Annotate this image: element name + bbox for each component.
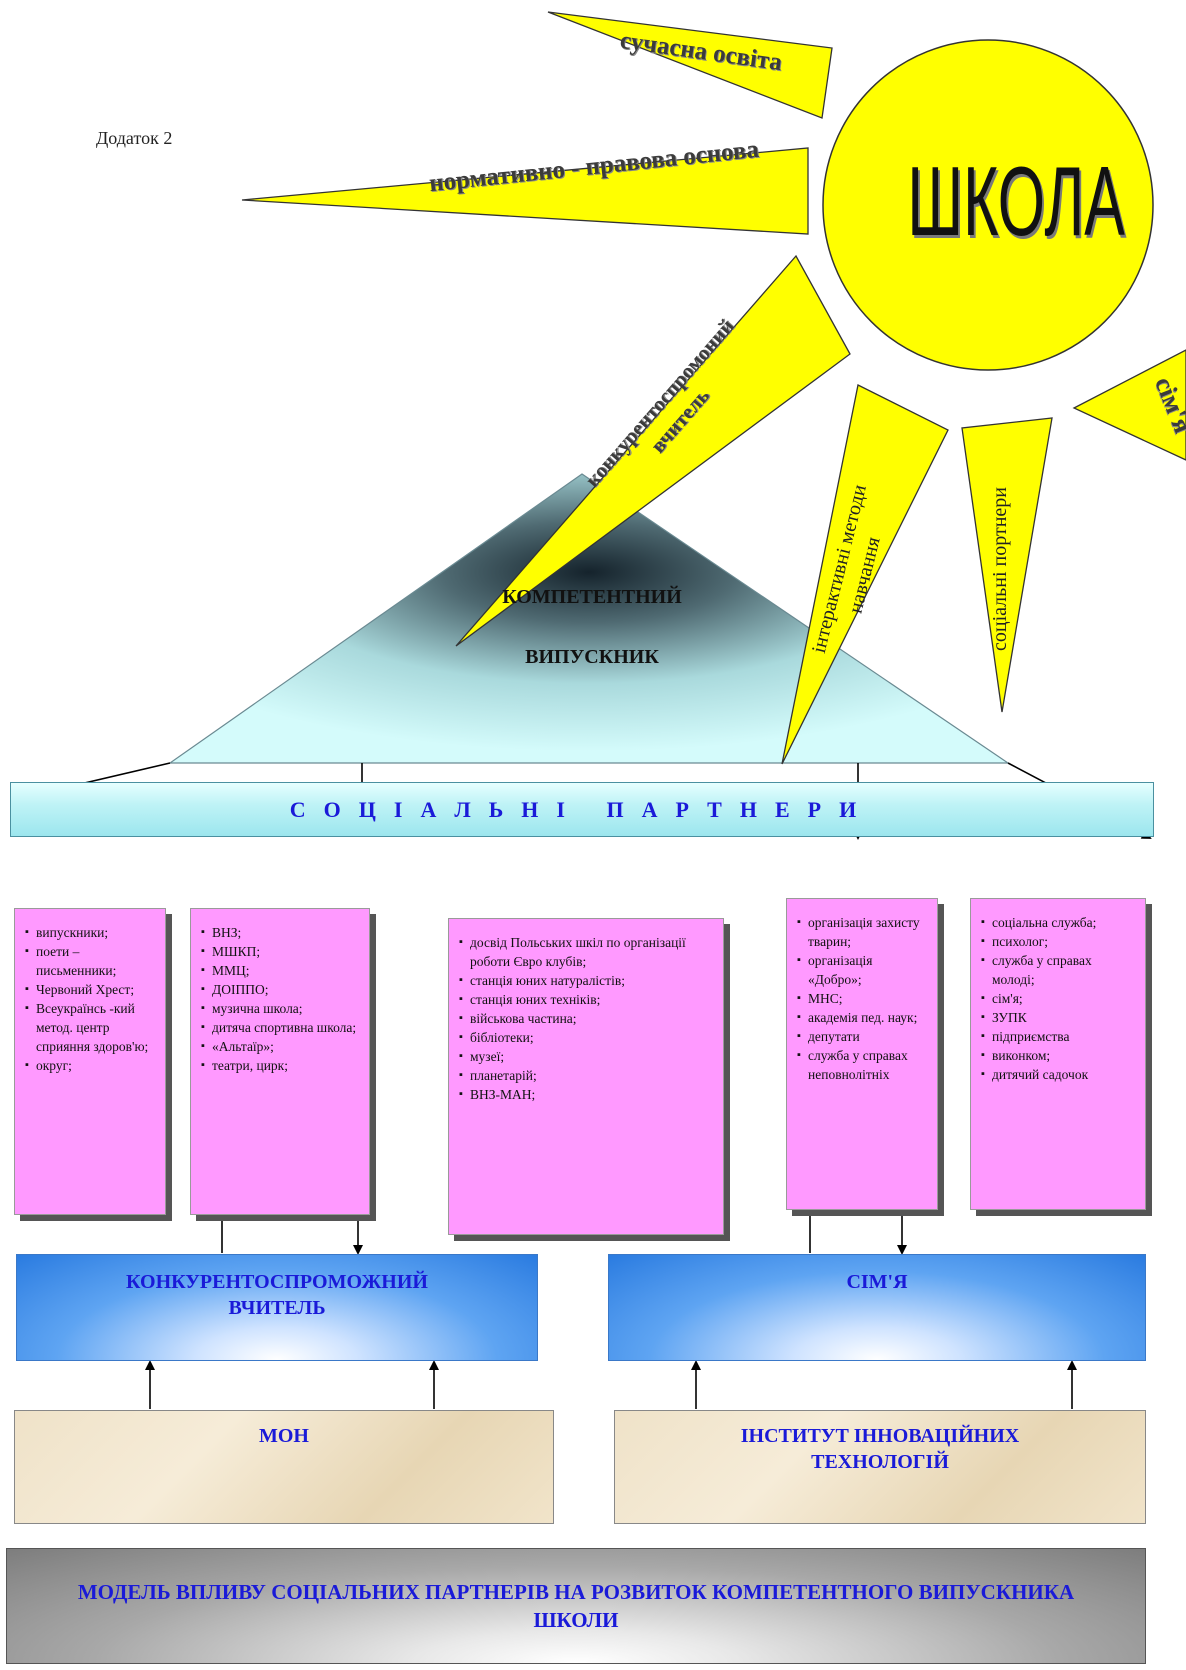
partner-item: «Альтаїр»; bbox=[201, 1037, 359, 1056]
partner-box-1: випускники; поети – письменники; Червони… bbox=[14, 908, 166, 1215]
partner-item: ВНЗ-МАН; bbox=[459, 1085, 713, 1104]
ray-interactive-methods bbox=[781, 384, 949, 765]
partner-item: МНС; bbox=[797, 989, 927, 1008]
sun-circle bbox=[822, 39, 1154, 371]
partner-item: дитяча спортивна школа; bbox=[201, 1018, 359, 1037]
partner-item: організація захисту тварин; bbox=[797, 913, 927, 951]
partner-item: ЗУПК bbox=[981, 1008, 1135, 1027]
ray-teacher bbox=[455, 254, 851, 647]
partner-item: планетарій; bbox=[459, 1066, 713, 1085]
pyramid-label-line1: КОМПЕТЕНТНИЙ bbox=[502, 586, 682, 608]
partner-item: ВНЗ; bbox=[201, 923, 359, 942]
partner-item: академія пед. наук; bbox=[797, 1008, 927, 1027]
partner-list-5: соціальна служба; психолог; служба у спр… bbox=[981, 913, 1135, 1084]
partner-item: соціальна служба; bbox=[981, 913, 1135, 932]
partner-box-5: соціальна служба; психолог; служба у спр… bbox=[970, 898, 1146, 1210]
partner-list-3: досвід Польських шкіл по організації роб… bbox=[459, 933, 713, 1104]
social-partners-bar-label: СОЦІАЛЬНІ ПАРТНЕРИ bbox=[289, 796, 875, 822]
partner-item: театри, цирк; bbox=[201, 1056, 359, 1075]
partner-item: випускники; bbox=[25, 923, 155, 942]
partner-item: психолог; bbox=[981, 932, 1135, 951]
partner-item: округ; bbox=[25, 1056, 155, 1075]
partner-list-2: ВНЗ; МШКП; ММЦ; ДОІППО; музична школа; д… bbox=[201, 923, 359, 1075]
partner-item: служба у справах неповнолітніх bbox=[797, 1046, 927, 1084]
family-box: СІМ'Я bbox=[608, 1254, 1146, 1361]
partner-item: служба у справах молоді; bbox=[981, 951, 1135, 989]
family-box-label: СІМ'Я bbox=[846, 1271, 908, 1293]
partner-box-2: ВНЗ; МШКП; ММЦ; ДОІППО; музична школа; д… bbox=[190, 908, 370, 1215]
partner-item: сім'я; bbox=[981, 989, 1135, 1008]
partner-item: виконком; bbox=[981, 1046, 1135, 1065]
partner-box-4: організація захисту тварин; організація … bbox=[786, 898, 938, 1210]
partner-item: дитячий садочок bbox=[981, 1065, 1135, 1084]
social-partners-bar: СОЦІАЛЬНІ ПАРТНЕРИ bbox=[10, 782, 1154, 837]
ray-family bbox=[1072, 349, 1186, 461]
ray-social-partners bbox=[961, 417, 1053, 713]
partner-item: станція юних натуралістів; bbox=[459, 971, 713, 990]
sun-rays bbox=[241, 11, 1186, 765]
partner-box-3: досвід Польських шкіл по організації роб… bbox=[448, 918, 724, 1235]
partner-list-1: випускники; поети – письменники; Червони… bbox=[25, 923, 155, 1075]
partner-item: поети – письменники; bbox=[25, 942, 155, 980]
ministry-box: МОН bbox=[14, 1410, 554, 1524]
ray-legal-basis bbox=[241, 147, 809, 235]
partner-item: депутати bbox=[797, 1027, 927, 1046]
teacher-box-label: КОНКУРЕНТОСПРОМОЖНИЙ ВЧИТЕЛЬ bbox=[126, 1271, 428, 1319]
partner-item: досвід Польських шкіл по організації роб… bbox=[459, 933, 713, 971]
appendix-label: Додаток 2 bbox=[96, 128, 173, 148]
ray-modern-education bbox=[547, 11, 833, 119]
ministry-box-label: МОН bbox=[259, 1425, 309, 1447]
partner-list-4: організація захисту тварин; організація … bbox=[797, 913, 927, 1084]
partner-item: бібліотеки; bbox=[459, 1028, 713, 1047]
partner-item: МШКП; bbox=[201, 942, 359, 961]
pyramid-label-line2: ВИПУСКНИК bbox=[525, 646, 659, 668]
partner-item: Червоний Хрест; bbox=[25, 980, 155, 999]
model-title-box: МОДЕЛЬ ВПЛИВУ СОЦІАЛЬНИХ ПАРТНЕРІВ НА РО… bbox=[6, 1548, 1146, 1664]
sun-label: ШКОЛА bbox=[907, 146, 1125, 256]
partner-item: ММЦ; bbox=[201, 961, 359, 980]
partner-item: Всеукраїнсь -кий метод. центр сприяння з… bbox=[25, 999, 155, 1056]
institute-box-label: ІНСТИТУТ ІННОВАЦІЙНИХ ТЕХНОЛОГІЙ bbox=[740, 1425, 1020, 1473]
partner-item: військова частина; bbox=[459, 1009, 713, 1028]
ray-label-social-partners: соціальні портнери bbox=[989, 487, 1011, 652]
teacher-box: КОНКУРЕНТОСПРОМОЖНИЙ ВЧИТЕЛЬ bbox=[16, 1254, 538, 1361]
partner-item: музеї; bbox=[459, 1047, 713, 1066]
partner-item: підприємства bbox=[981, 1027, 1135, 1046]
model-title: МОДЕЛЬ ВПЛИВУ СОЦІАЛЬНИХ ПАРТНЕРІВ НА РО… bbox=[77, 1580, 1075, 1632]
partner-item: ДОІППО; bbox=[201, 980, 359, 999]
partner-item: музична школа; bbox=[201, 999, 359, 1018]
partner-item: станція юних техніків; bbox=[459, 990, 713, 1009]
institute-box: ІНСТИТУТ ІННОВАЦІЙНИХ ТЕХНОЛОГІЙ bbox=[614, 1410, 1146, 1524]
partner-item: організація «Добро»; bbox=[797, 951, 927, 989]
